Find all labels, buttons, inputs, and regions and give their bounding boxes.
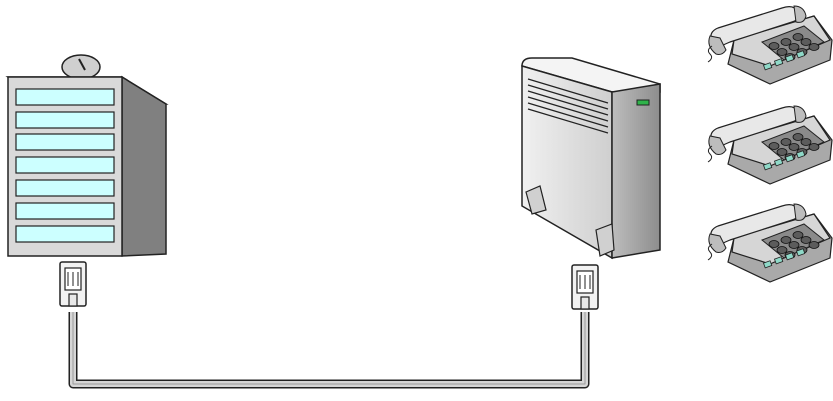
office-building-icon xyxy=(8,55,166,256)
desk-phone-icon xyxy=(708,6,832,84)
rj-connector-icon xyxy=(60,262,86,306)
status-led xyxy=(637,100,649,105)
pbx-cabinet-icon xyxy=(522,58,660,258)
desk-phone-icon xyxy=(708,204,832,282)
desk-phone-icon xyxy=(708,106,832,184)
rj-connector-icon xyxy=(572,265,598,309)
telephone-cable xyxy=(73,312,585,384)
